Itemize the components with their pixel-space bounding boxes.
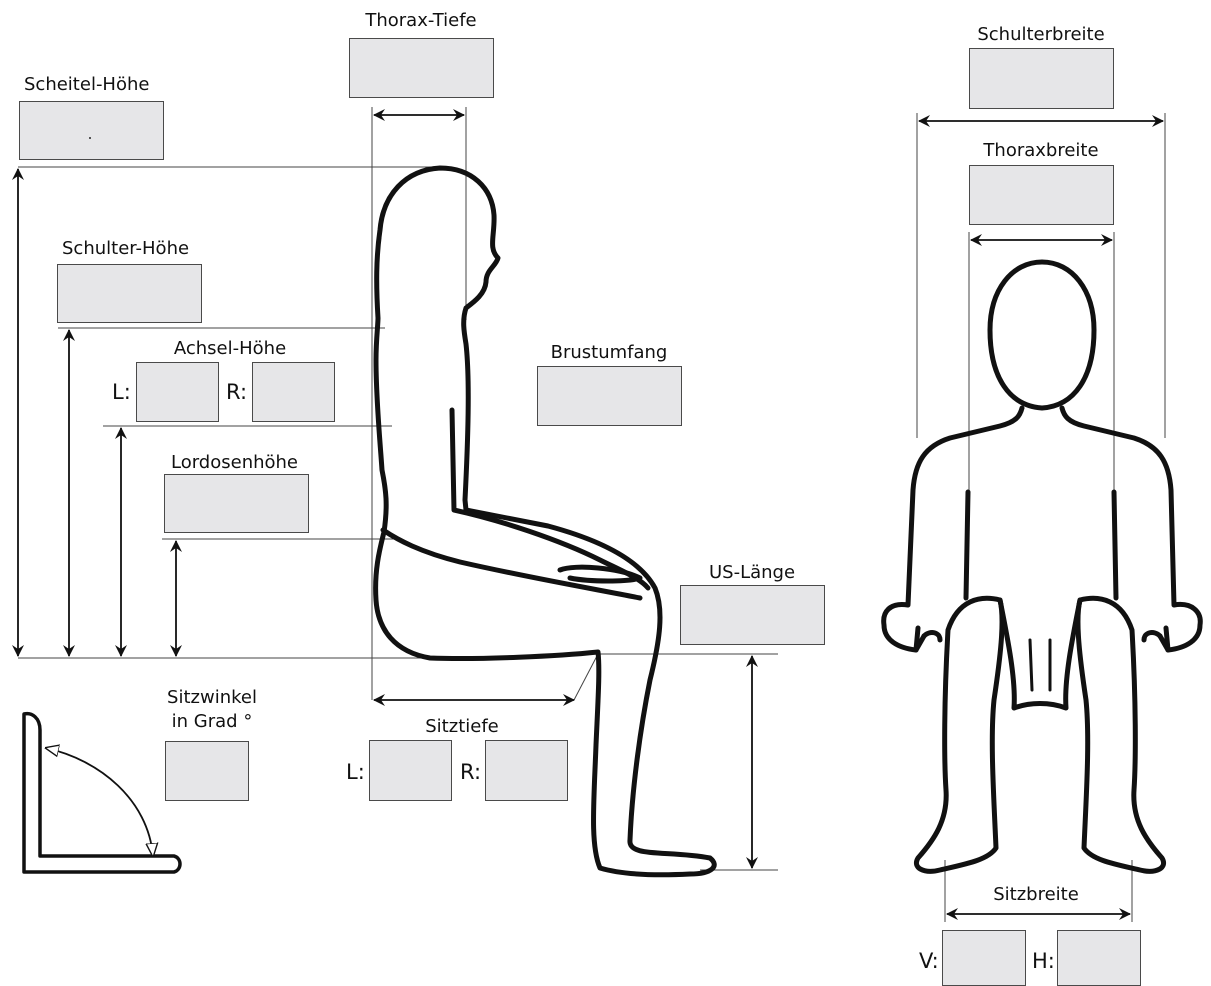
sitzbreite-label: Sitzbreite: [993, 884, 1079, 905]
sitztiefe-right-field[interactable]: [485, 740, 568, 801]
achsel-hoehe-right-field[interactable]: [252, 362, 335, 422]
thoraxbreite-label: Thoraxbreite: [983, 140, 1099, 161]
dimension-arrows: [12, 109, 1164, 920]
front-right-hand: [1141, 625, 1171, 653]
front-crotch: [997, 597, 1083, 711]
lordosenhoehe-field[interactable]: [164, 474, 309, 533]
scheitel-hoehe-field[interactable]: [19, 101, 164, 160]
front-inner-leg-detail: [1028, 638, 1052, 692]
us-laenge-field[interactable]: [680, 585, 825, 645]
seat-angle-icon: [22, 711, 182, 874]
front-legs: [914, 595, 1166, 874]
brustumfang-label: Brustumfang: [550, 342, 668, 363]
sitztiefe-label: Sitztiefe: [425, 716, 499, 737]
sitzbreite-front-field[interactable]: [942, 930, 1026, 986]
side-hand: [557, 564, 643, 584]
schulter-hoehe-field[interactable]: [57, 264, 202, 323]
front-inner-arms: [963, 489, 1119, 601]
achsel-left-label: L:: [112, 380, 131, 404]
thorax-tiefe-field[interactable]: [349, 38, 494, 98]
front-left-hand: [913, 625, 943, 653]
scheitel-field-mark: [89, 137, 91, 139]
sitzwinkel-field[interactable]: [165, 741, 249, 801]
scheitel-hoehe-label: Scheitel-Höhe: [24, 74, 150, 95]
angle-arc: [46, 748, 153, 856]
achsel-hoehe-left-field[interactable]: [136, 362, 219, 422]
side-view-figure: [373, 165, 717, 878]
front-torso-arms: [881, 405, 1203, 653]
schulterbreite-field[interactable]: [969, 48, 1114, 109]
lordosenhoehe-label: Lordosenhöhe: [171, 452, 299, 473]
sitzwinkel-label-line2: in Grad °: [171, 711, 253, 732]
sitztiefe-left-field[interactable]: [369, 740, 452, 801]
achsel-right-label: R:: [226, 380, 248, 404]
guide-lines: [18, 107, 1166, 922]
sitztiefe-knee-guide: [573, 653, 599, 701]
chair-outline: [22, 711, 182, 874]
thoraxbreite-field[interactable]: [969, 165, 1114, 225]
front-view-figure: [881, 259, 1203, 874]
side-leg-line: [380, 527, 643, 601]
side-body-outline: [373, 165, 717, 878]
us-laenge-label: US-Länge: [708, 562, 796, 583]
schulter-hoehe-label: Schulter-Höhe: [62, 238, 190, 259]
brustumfang-field[interactable]: [537, 366, 682, 426]
front-head: [987, 259, 1097, 411]
thorax-tiefe-label: Thorax-Tiefe: [365, 10, 477, 31]
achsel-hoehe-label: Achsel-Höhe: [173, 338, 287, 359]
sitztiefe-left-label: L:: [346, 760, 365, 784]
sitztiefe-right-label: R:: [460, 760, 482, 784]
sitzbreite-back-field[interactable]: [1057, 930, 1141, 986]
side-arm-line: [449, 407, 651, 591]
sitzwinkel-label-line1: Sitzwinkel: [167, 687, 257, 708]
schulterbreite-label: Schulterbreite: [977, 24, 1105, 45]
sitzbreite-front-label: V:: [919, 949, 939, 973]
sitzbreite-back-label: H:: [1032, 949, 1055, 973]
